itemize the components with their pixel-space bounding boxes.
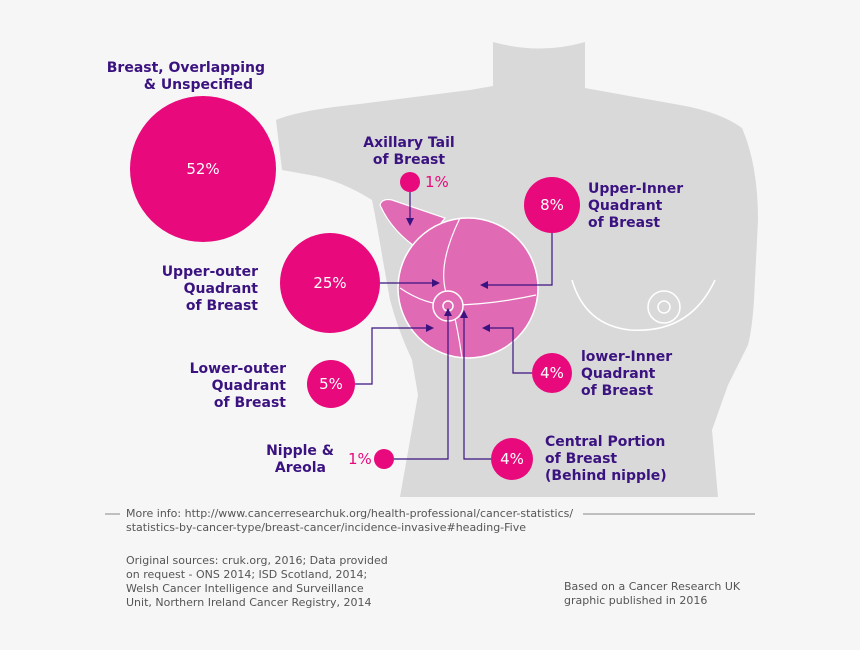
label-upper-outer: Upper-outer Quadrant of Breast	[150, 264, 258, 315]
label-lower-outer: Lower-outer Quadrant of Breast	[170, 361, 286, 412]
arrowhead-central	[460, 310, 468, 318]
note-line: graphic published in 2016	[564, 594, 708, 607]
arrowhead-lower-outer	[426, 324, 434, 332]
sources-note: Original sources: cruk.org, 2016; Data p…	[126, 554, 388, 610]
label-upper-inner: Upper-Inner Quadrant of Breast	[588, 181, 683, 232]
connector-nipple	[394, 316, 449, 460]
connector-upper-inner	[488, 233, 553, 286]
circle-central	[491, 438, 533, 480]
percent-overlapping: 52%	[186, 160, 220, 178]
label-axillary-tail: Axillary Tail of Breast	[354, 135, 464, 169]
circle-overlapping	[130, 96, 276, 242]
label-line: Upper-outer	[161, 264, 258, 280]
label-line: Axillary Tail	[363, 135, 455, 151]
circle-upper-outer	[280, 233, 380, 333]
note-line: statistics-by-cancer-type/breast-cancer/…	[126, 521, 527, 534]
label-central: Central Portion of Breast (Behind nipple…	[545, 434, 667, 485]
connector-central	[463, 318, 491, 460]
label-line: (Behind nipple)	[545, 468, 667, 484]
more-info-note: More info: http://www.cancerresearchuk.o…	[126, 507, 573, 535]
circle-axillary-tail	[400, 172, 420, 192]
label-nipple: Nipple & Areola	[250, 443, 334, 477]
label-line: of Breast	[372, 152, 446, 168]
arrowhead-upper-outer	[432, 279, 440, 287]
label-line: Nipple &	[266, 443, 334, 459]
label-line: Breast, Overlapping	[106, 60, 265, 76]
connector-lower-inner	[490, 327, 532, 374]
note-line: More info: http://www.cancerresearchuk.o…	[126, 507, 574, 520]
label-line: of Breast	[588, 215, 661, 231]
label-line: Quadrant	[588, 198, 663, 214]
right-areola	[647, 290, 681, 324]
circle-upper-inner	[524, 177, 580, 233]
arrowhead-nipple	[444, 308, 452, 316]
circle-lower-inner	[532, 353, 572, 393]
percent-axillary-tail: 1%	[425, 173, 449, 191]
percent-upper-inner: 8%	[540, 196, 564, 214]
label-overlapping: Breast, Overlapping & Unspecified	[95, 60, 265, 94]
label-line: of Breast	[185, 298, 258, 314]
label-line: Upper-Inner	[588, 181, 684, 197]
connector-lower-outer	[355, 327, 426, 385]
credit-note: Based on a Cancer Research UK graphic pu…	[564, 580, 740, 608]
percent-nipple: 1%	[348, 450, 372, 468]
label-line: Areola	[274, 460, 326, 476]
circle-nipple	[374, 449, 394, 469]
circle-lower-outer	[307, 360, 355, 408]
label-line: Quadrant	[183, 281, 258, 297]
right-nipple	[657, 300, 671, 314]
note-line: on request - ONS 2014; ISD Scotland, 201…	[126, 568, 368, 581]
label-line: of Breast	[545, 451, 618, 467]
label-line: Lower-outer	[189, 361, 286, 377]
percent-lower-inner: 4%	[540, 364, 564, 382]
arrowhead-axillary-tail	[406, 218, 414, 226]
label-line: Quadrant	[211, 378, 286, 394]
label-line: of Breast	[581, 383, 654, 399]
label-line: Central Portion	[545, 434, 666, 450]
label-line: of Breast	[213, 395, 286, 411]
label-line: Quadrant	[581, 366, 656, 382]
percent-central: 4%	[500, 450, 524, 468]
label-line: lower-Inner	[581, 349, 673, 365]
note-line: Welsh Cancer Intelligence and Surveillan…	[126, 582, 364, 595]
note-line: Based on a Cancer Research UK	[564, 580, 741, 593]
right-breast-outline	[571, 279, 716, 331]
note-line: Original sources: cruk.org, 2016; Data p…	[126, 554, 388, 567]
label-line: & Unspecified	[143, 77, 253, 93]
arrowhead-lower-inner	[482, 324, 490, 332]
percent-upper-outer: 25%	[313, 274, 347, 292]
left-breast-shape	[397, 217, 539, 359]
arrowhead-upper-inner	[480, 281, 488, 289]
note-line: Unit, Northern Ireland Cancer Registry, …	[126, 596, 372, 609]
percent-lower-outer: 5%	[319, 375, 343, 393]
label-lower-inner: lower-Inner Quadrant of Breast	[581, 349, 672, 400]
